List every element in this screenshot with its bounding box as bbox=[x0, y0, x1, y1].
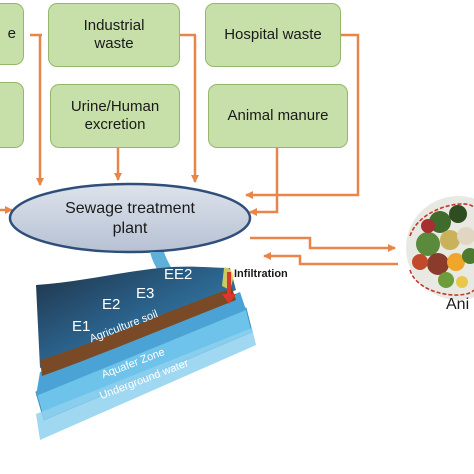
agriculture-soil-layer bbox=[40, 288, 236, 376]
sewage-treatment-plant-label: Sewage treatment plant bbox=[20, 199, 240, 239]
arrow-manure-route bbox=[249, 148, 279, 216]
infiltration-arrowhead bbox=[222, 294, 236, 304]
zone-label-e3: E3 bbox=[136, 285, 155, 302]
arrow-hospital-route bbox=[245, 33, 360, 199]
left-top-box: e bbox=[0, 3, 24, 65]
hospital-waste-box: Hospital waste bbox=[205, 3, 341, 67]
urine-human-excretion-label: Urine/Human excretion bbox=[70, 97, 160, 133]
arrow-plant-to-animals bbox=[250, 236, 396, 252]
infiltration-label: Infiltration bbox=[234, 268, 288, 280]
left-top-box-label: e bbox=[7, 24, 16, 42]
surface-water-body bbox=[36, 266, 236, 368]
animal-manure-box: Animal manure bbox=[208, 84, 348, 148]
animals-food-cluster bbox=[406, 196, 474, 300]
zone-label-ee2: EE2 bbox=[164, 266, 193, 283]
aquifer-cross-section bbox=[35, 266, 256, 440]
zone-label-e2: E2 bbox=[102, 296, 121, 313]
animals-label: Ani bbox=[446, 296, 470, 313]
plant-label-line2: plant bbox=[112, 220, 148, 237]
aquifer-zone-layer bbox=[36, 292, 246, 396]
animal-manure-label: Animal manure bbox=[227, 106, 329, 124]
underground-water-base bbox=[36, 328, 256, 440]
sewage-treatment-plant-ellipse bbox=[8, 182, 252, 254]
industrial-waste-box: Industrial waste bbox=[48, 3, 180, 67]
urine-human-excretion-box: Urine/Human excretion bbox=[50, 84, 180, 148]
arrow-animals-to-plant bbox=[263, 252, 398, 266]
industrial-waste-label: Industrial waste bbox=[83, 16, 145, 52]
hospital-waste-label: Hospital waste bbox=[224, 25, 322, 43]
zone-label-e1: E1 bbox=[72, 318, 91, 335]
left-middle-box bbox=[0, 82, 24, 148]
plant-label-line1: Sewage treatment bbox=[65, 200, 195, 217]
